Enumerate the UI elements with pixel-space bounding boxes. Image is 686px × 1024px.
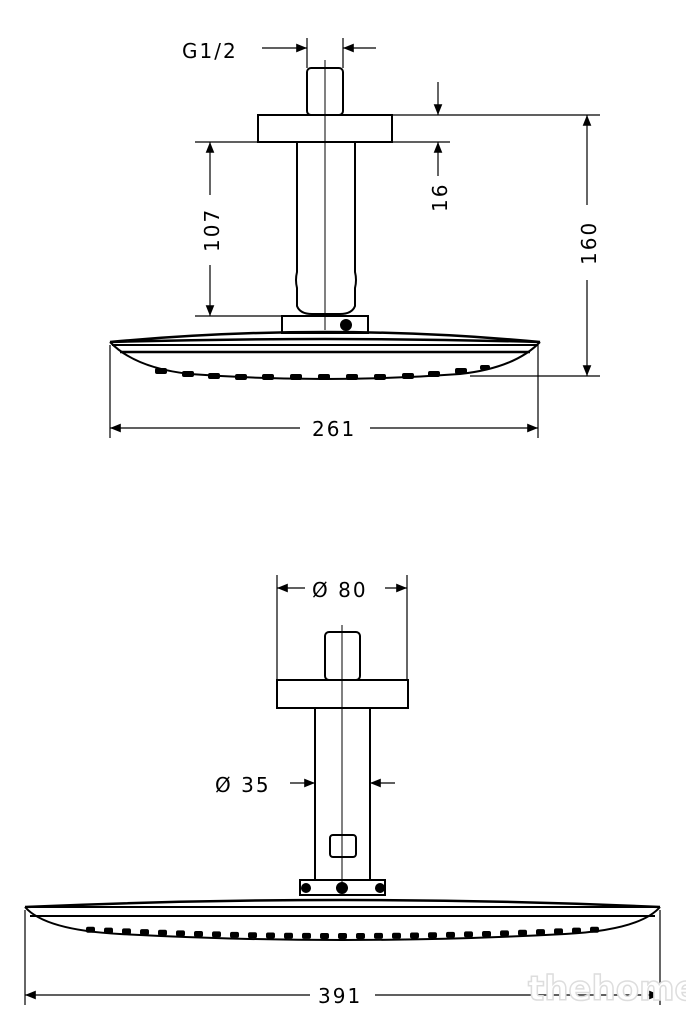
nozzle xyxy=(266,932,275,939)
nozzle xyxy=(428,932,437,939)
nozzle xyxy=(464,931,473,938)
side-view xyxy=(109,60,541,380)
nozzle xyxy=(392,932,401,939)
arm-slot xyxy=(329,834,357,858)
nozzle xyxy=(158,929,167,936)
pipe-diameter-label: Ø 35 xyxy=(215,773,271,797)
nozzle xyxy=(338,933,347,939)
nozzle xyxy=(572,927,581,934)
nozzle xyxy=(554,928,563,935)
shower-head-top xyxy=(24,898,661,909)
nozzle xyxy=(500,930,509,937)
nozzle xyxy=(482,930,491,937)
nozzle xyxy=(410,932,419,939)
nozzle xyxy=(230,931,239,938)
head-width-label: 261 xyxy=(312,417,356,441)
flange-height-label: 16 xyxy=(428,183,452,212)
front-nozzles xyxy=(86,926,599,939)
total-height-label: 160 xyxy=(577,221,601,265)
shower-head-body xyxy=(109,341,541,380)
nozzle xyxy=(194,930,203,937)
nozzle xyxy=(320,932,329,939)
nozzle xyxy=(518,929,527,936)
watermark-logo: thehome xyxy=(528,969,686,1009)
nozzle xyxy=(356,932,365,939)
nozzle xyxy=(104,927,113,934)
ceiling-arm xyxy=(295,142,357,315)
head-length-label: 391 xyxy=(318,984,362,1008)
front-view-dimensions xyxy=(24,575,661,1005)
nozzle xyxy=(374,932,383,939)
thread-size-label: G1/2 xyxy=(182,39,238,63)
nozzle xyxy=(86,926,95,933)
shower-head-body xyxy=(24,906,661,941)
nozzle xyxy=(248,932,257,939)
flange-diameter-label: Ø 80 xyxy=(312,578,368,602)
nozzle xyxy=(176,930,185,937)
side-view-dimensions xyxy=(109,38,600,438)
arm-length-label: 107 xyxy=(200,208,224,252)
nozzle xyxy=(122,928,131,935)
nozzle xyxy=(590,926,599,933)
nozzle xyxy=(536,929,545,936)
nozzle xyxy=(284,932,293,939)
nozzles xyxy=(155,365,490,380)
nozzle xyxy=(140,929,149,936)
front-view xyxy=(24,625,661,941)
connector-pin xyxy=(340,319,352,331)
nozzle xyxy=(302,932,311,939)
nozzle xyxy=(446,931,455,938)
nozzle xyxy=(212,931,221,938)
